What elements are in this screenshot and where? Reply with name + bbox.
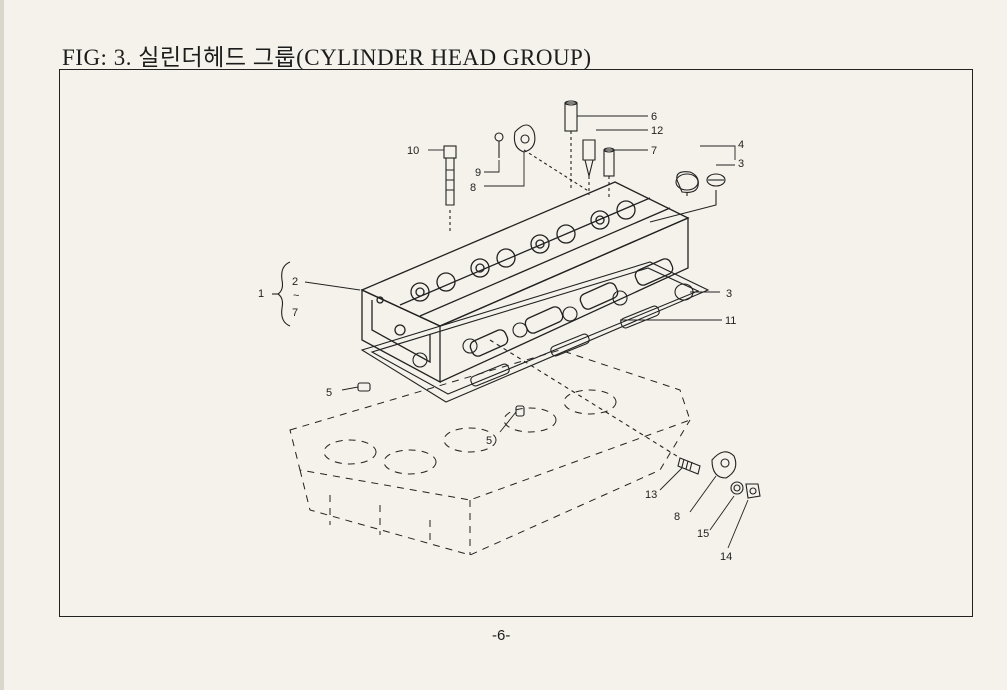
callout-2: 2: [292, 276, 298, 288]
callout-10: 10: [407, 145, 419, 157]
cylinder-head-body: [360, 181, 690, 384]
callout-5-center: 5: [486, 435, 492, 447]
injector-parts: [564, 100, 615, 198]
page-title: FIG: 3. 실린더헤드 그룹(CYLINDER HEAD GROUP): [62, 45, 592, 70]
head-bolt: [443, 145, 457, 232]
callout-6: 6: [651, 111, 657, 123]
callout-15: 15: [697, 528, 709, 540]
figure-frame: [59, 69, 973, 617]
stud-washer-nut-assembly: [489, 339, 761, 499]
callout-13: 13: [645, 489, 657, 501]
callout-4: 4: [738, 139, 744, 151]
callout-8-top: 8: [470, 182, 476, 194]
callout-8-bottom: 8: [674, 511, 680, 523]
leader-lines: [304, 115, 749, 549]
callout-9: 9: [475, 167, 481, 179]
scan-edge: [0, 0, 4, 690]
callout-3-side: 3: [726, 288, 732, 300]
engine-block-ghost: [289, 349, 691, 556]
callout-7-range: 7: [292, 307, 298, 319]
callout-11: 11: [725, 315, 736, 327]
callout-range-tilde: ~: [293, 290, 299, 302]
page-number: -6-: [492, 627, 511, 644]
callout-12: 12: [651, 125, 663, 137]
callout-1: 1: [258, 288, 264, 300]
head-gasket: [360, 261, 710, 403]
callout-3-top: 3: [738, 158, 744, 170]
callout-7: 7: [651, 145, 657, 157]
callout-numbers: 6 12 7 4 3 3 11 10 9 8 1 2 ~ 7 5 5 13 8 …: [258, 111, 744, 563]
callout-14: 14: [720, 551, 732, 563]
bolt-and-eye-washer-top: [494, 124, 591, 193]
callout-5-left: 5: [326, 387, 332, 399]
group-bracket: [272, 261, 291, 327]
